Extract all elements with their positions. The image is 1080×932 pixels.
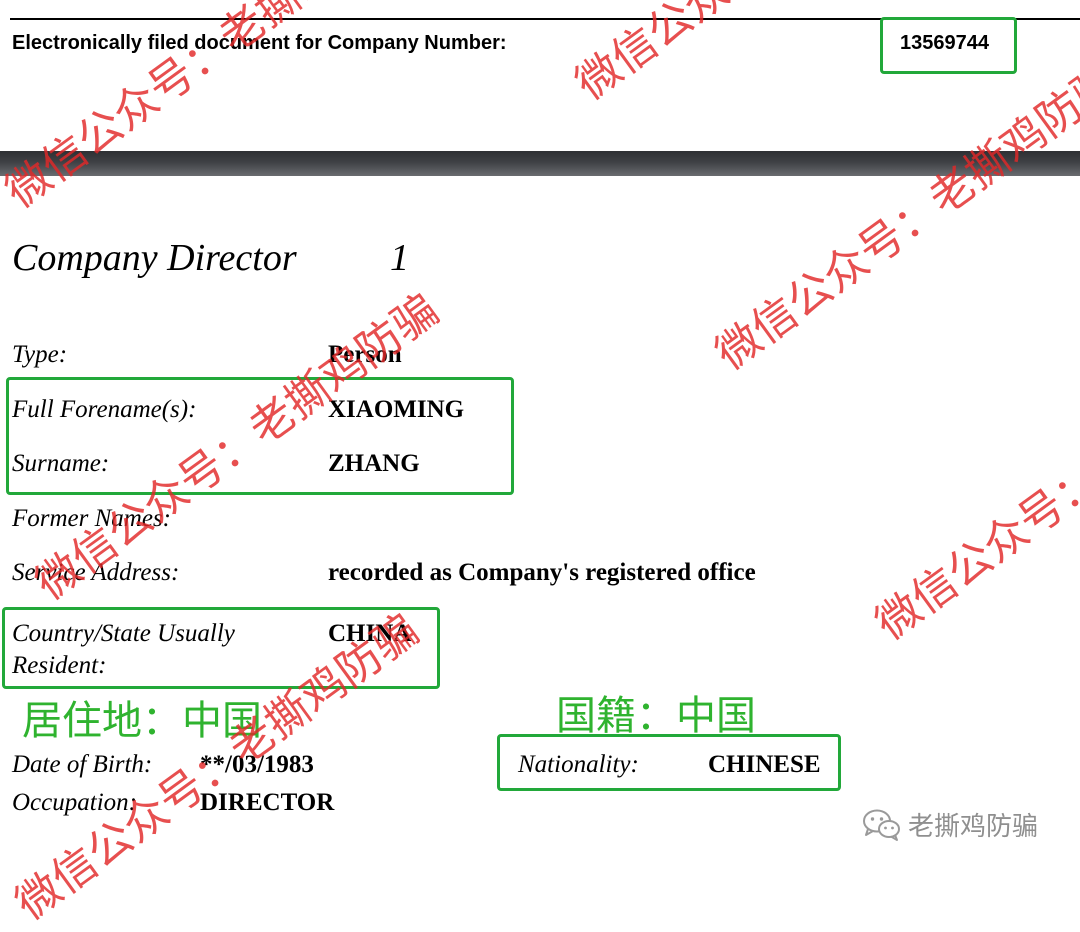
nationality-highlight-box — [497, 734, 841, 791]
brand-mark: 老撕鸡防骗 — [862, 806, 1038, 843]
forename-value: XIAOMING — [328, 396, 465, 423]
section-title: Company Director — [12, 237, 297, 279]
wechat-icon — [863, 809, 900, 841]
type-value: Person — [328, 341, 402, 368]
forename-label: Full Forename(s): — [12, 396, 197, 423]
nationality-label: Nationality: — [518, 751, 639, 778]
section-index: 1 — [390, 237, 409, 279]
former-names-label: Former Names: — [12, 505, 172, 532]
service-address-label: Service Address: — [12, 559, 180, 586]
section-divider-band — [0, 151, 1080, 176]
watermark-text: 微信公众号：老撕鸡防骗 — [866, 324, 1080, 651]
occupation-value: DIRECTOR — [200, 789, 335, 816]
brand-text: 老撕鸡防骗 — [908, 812, 1039, 842]
nationality-value: CHINESE — [708, 751, 821, 778]
top-divider — [10, 18, 1080, 20]
residence-annotation: 居住地：中国 — [22, 698, 262, 744]
country-label-line2: Resident: — [12, 652, 107, 679]
nationality-annotation: 国籍：中国 — [556, 693, 756, 739]
surname-value: ZHANG — [328, 450, 420, 477]
occupation-label: Occupation: — [12, 789, 137, 816]
residence-highlight-box — [2, 607, 440, 689]
surname-label: Surname: — [12, 450, 110, 477]
service-address-value: recorded as Company's registered office — [328, 559, 756, 586]
dob-value: **/03/1983 — [200, 751, 314, 778]
company-number-label: Electronically filed document for Compan… — [12, 32, 507, 54]
watermark-text: 微信公众号：老撕鸡防骗 — [706, 54, 1080, 381]
company-number-highlight-box — [880, 17, 1017, 74]
name-highlight-box — [6, 377, 514, 495]
dob-label: Date of Birth: — [12, 751, 153, 778]
country-value: CHINA — [328, 620, 412, 647]
company-number-value: 13569744 — [900, 32, 989, 54]
country-label-line1: Country/State Usually — [12, 620, 235, 647]
type-label: Type: — [12, 341, 68, 368]
